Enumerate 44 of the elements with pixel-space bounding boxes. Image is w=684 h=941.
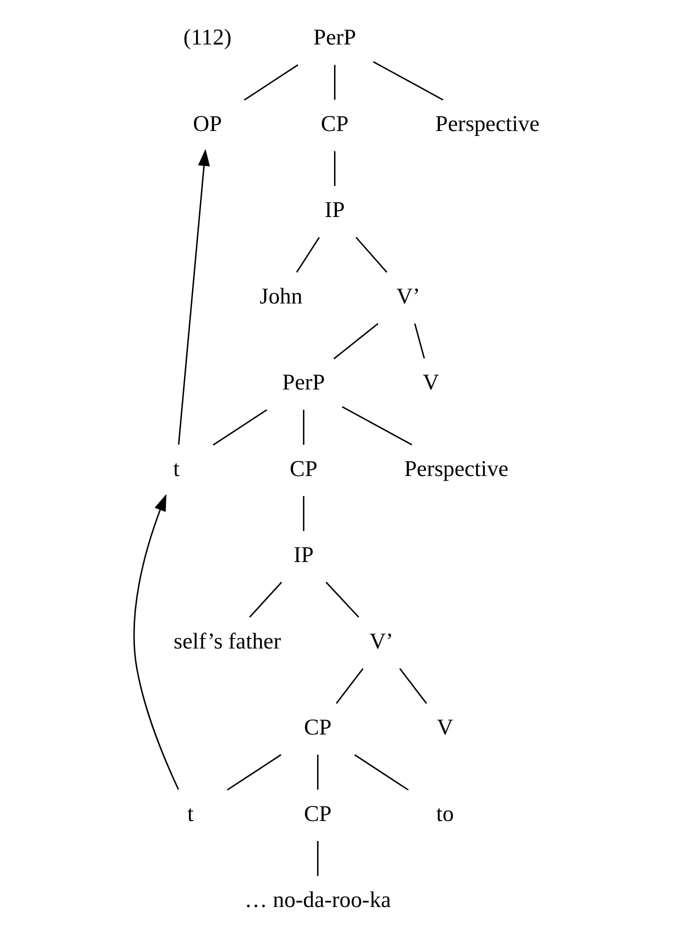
- node-text: John: [260, 283, 302, 308]
- node-text: Perspective: [404, 456, 508, 481]
- node-text: to: [436, 800, 454, 826]
- connector: [249, 582, 282, 618]
- node-text: t: [173, 456, 180, 481]
- connector: [317, 841, 318, 876]
- connector: [244, 64, 298, 101]
- node-text: Perspective: [435, 110, 540, 136]
- node-text: self’s father: [174, 628, 281, 654]
- node-text: CP: [304, 714, 332, 740]
- node-text: CP: [304, 800, 332, 826]
- node-text: IP: [294, 542, 314, 568]
- node-text: V’: [396, 283, 420, 308]
- node-text: PerP: [282, 370, 326, 395]
- node-text: V: [436, 714, 454, 740]
- node-text: CP: [320, 110, 349, 136]
- connector: [302, 410, 304, 445]
- node-text: t: [187, 800, 194, 826]
- arrow: [133, 494, 180, 790]
- node-text: V: [422, 370, 440, 395]
- connector: [399, 668, 428, 704]
- connector: [296, 236, 320, 273]
- node-text: PerP: [313, 24, 356, 50]
- node-text: … no-da-roo-ka: [244, 887, 391, 912]
- connector: [226, 754, 282, 791]
- connector: [334, 151, 336, 186]
- connector: [334, 64, 336, 100]
- connector: [414, 323, 425, 359]
- label: (112): [183, 24, 232, 50]
- connector: [372, 61, 444, 100]
- connector: [317, 754, 318, 790]
- arrow: [178, 148, 210, 445]
- connector: [302, 496, 304, 531]
- node-text: OP: [193, 110, 222, 136]
- connector: [355, 236, 388, 273]
- connector: [333, 323, 378, 360]
- node-text: IP: [324, 197, 345, 222]
- connector: [354, 754, 409, 791]
- node-text: V’: [369, 628, 394, 654]
- connector: [326, 582, 360, 618]
- connector: [336, 668, 364, 704]
- node-text: CP: [290, 456, 318, 481]
- connector: [342, 406, 412, 446]
- connector: [212, 409, 268, 446]
